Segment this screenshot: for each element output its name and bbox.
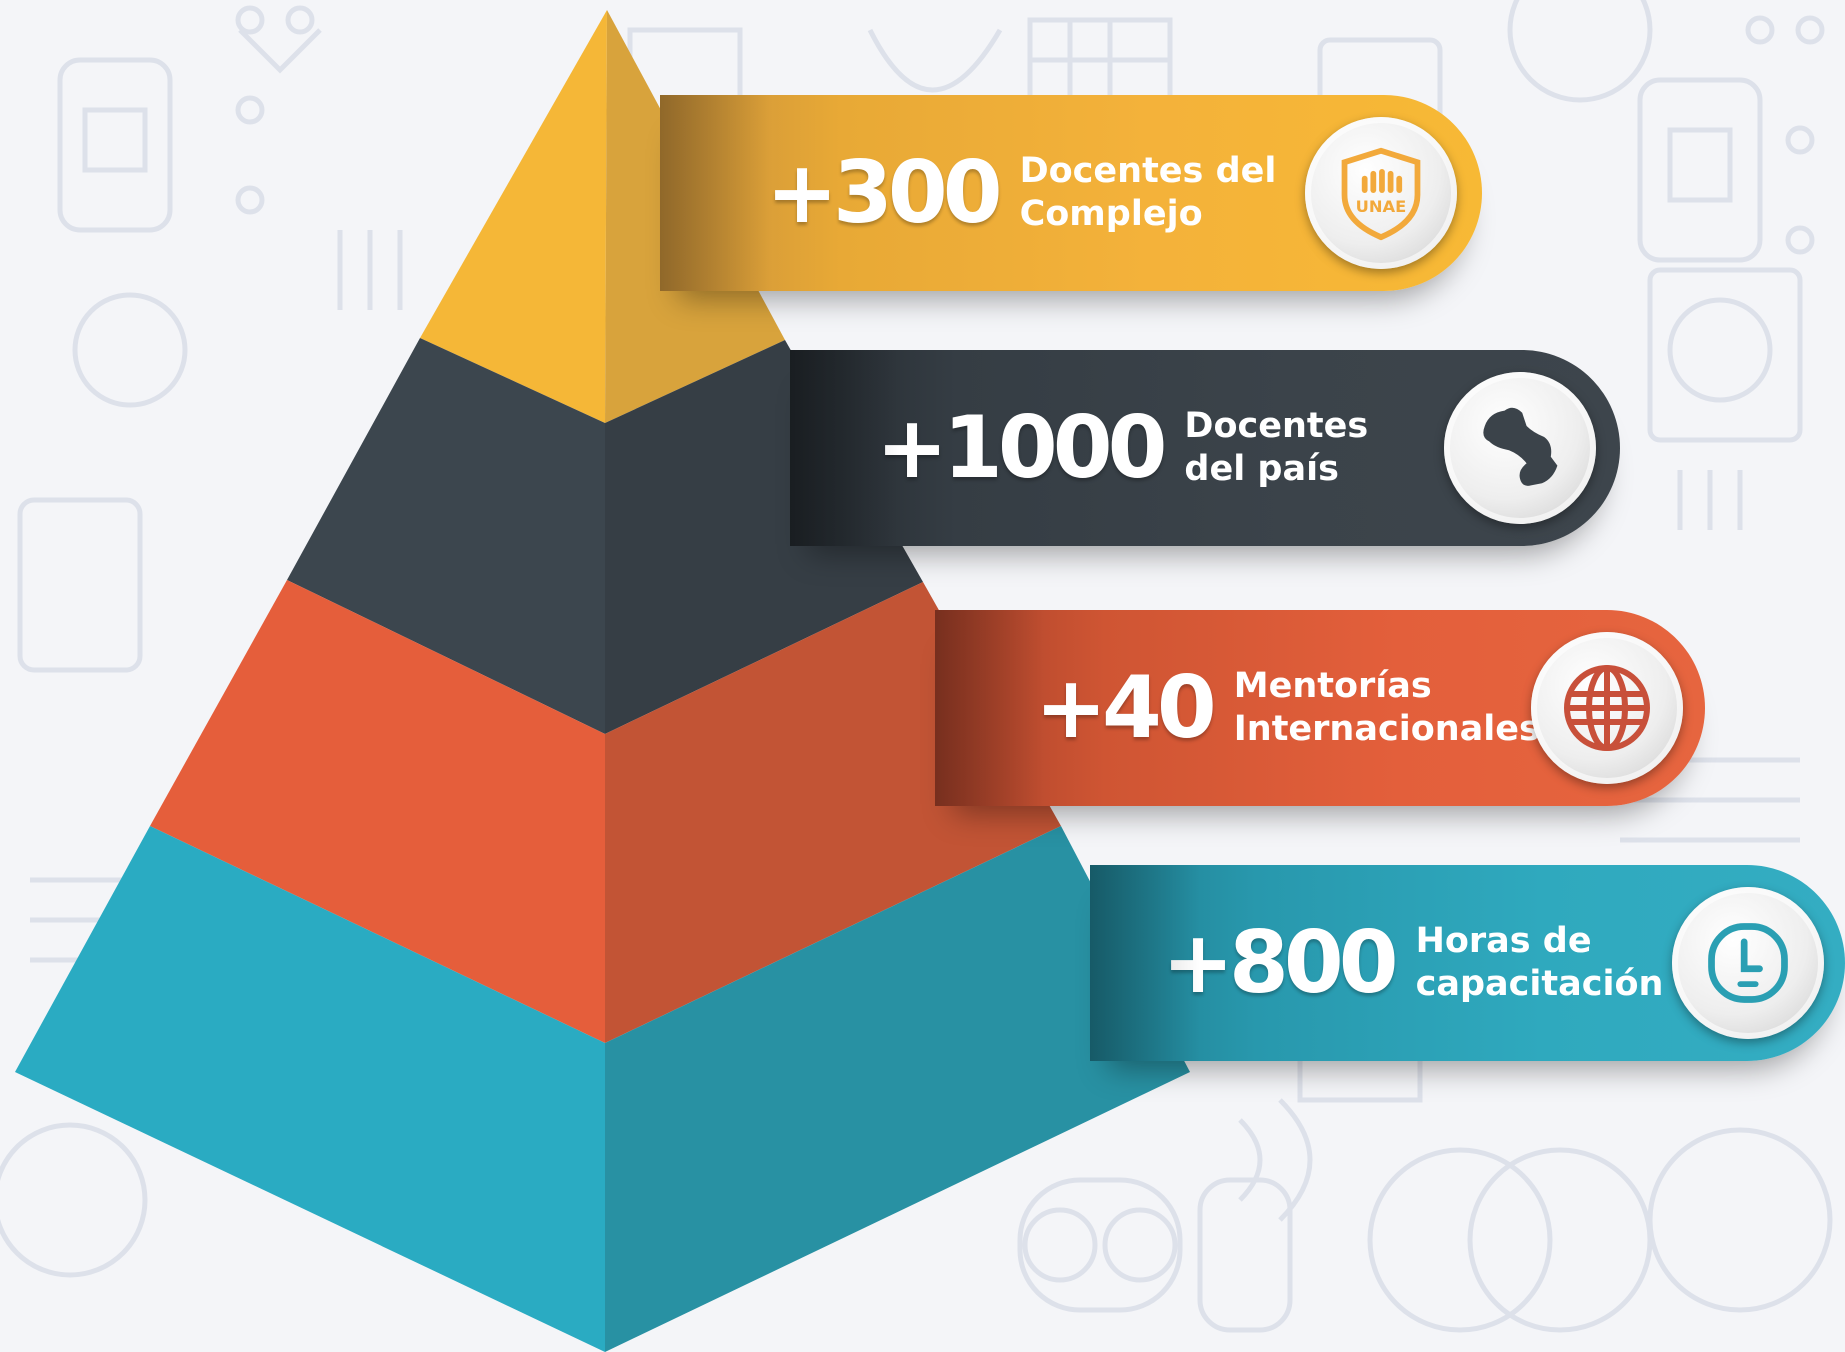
stat-label-line-1: Horas de <box>1415 921 1592 961</box>
globe-badge <box>1531 632 1683 784</box>
unae-logo-text: UNAE <box>1356 197 1407 216</box>
stat-banner-docentes-pais: +1000 Docentes del país <box>790 350 1620 546</box>
stat-label: Horas de capacitación <box>1416 920 1664 1006</box>
globe-icon <box>1564 665 1650 751</box>
stat-label-line-2: del país <box>1184 449 1339 489</box>
clock-badge <box>1672 887 1824 1039</box>
stat-banner-horas: +800 Horas de capacitación <box>1090 865 1845 1061</box>
paraguay-map-icon <box>1483 407 1558 486</box>
stat-banner-mentorias: +40 Mentorías Internacionales <box>935 610 1705 806</box>
banner-fold-shadow <box>1090 865 1200 1061</box>
stat-label-line-2: Internacionales <box>1233 709 1540 749</box>
unae-badge: UNAE <box>1305 117 1457 269</box>
stat-label-line-2: Complejo <box>1019 194 1203 234</box>
stat-value: +40 <box>1035 658 1217 758</box>
pyramid-tier-4-right-face <box>605 826 1190 1352</box>
stat-value: +800 <box>1162 913 1399 1013</box>
pyramid-tier-4-left-face <box>15 826 605 1352</box>
stat-label: Mentorías Internacionales <box>1234 665 1540 751</box>
banner-fold-shadow <box>935 610 1045 806</box>
stat-label-line-1: Mentorías <box>1233 666 1432 706</box>
stat-label-line-1: Docentes <box>1184 406 1369 446</box>
stat-value: +300 <box>766 143 1003 243</box>
stat-label: Docentes del país <box>1184 405 1368 491</box>
pyramid-tier-2-right-face <box>605 340 923 734</box>
stat-value: +1000 <box>876 398 1167 498</box>
stat-label-line-2: capacitación <box>1415 964 1664 1004</box>
pyramid-tier-2-left-face <box>287 338 605 734</box>
unae-shield-icon: UNAE <box>1341 147 1421 241</box>
stat-banner-docentes-complejo: +300 Docentes del Complejo UNAE <box>660 95 1482 291</box>
pyramid-tier-3-left-face <box>150 580 605 1043</box>
banner-fold-shadow <box>790 350 900 546</box>
clock-icon <box>1708 923 1788 1003</box>
pyramid-tier-1-left-face <box>420 10 607 423</box>
stat-label-line-1: Docentes del <box>1019 151 1277 191</box>
banner-fold-shadow <box>660 95 770 291</box>
paraguay-badge <box>1444 372 1596 524</box>
stat-label: Docentes del Complejo <box>1020 150 1277 236</box>
